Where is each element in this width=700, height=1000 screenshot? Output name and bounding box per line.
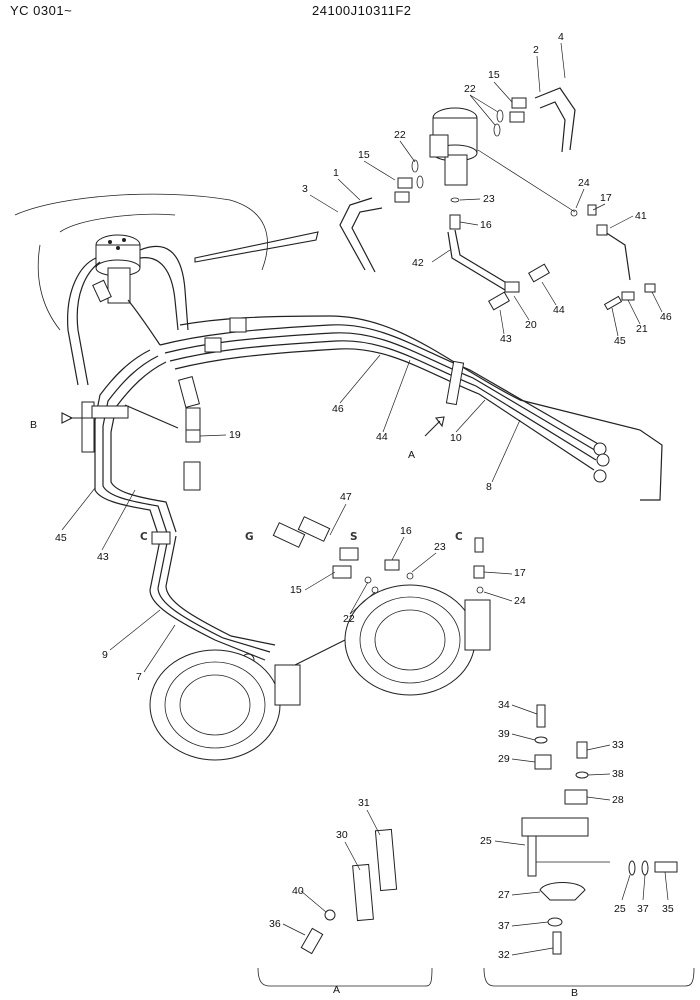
watermark-letter-2: G: [245, 531, 254, 543]
callout-3: 3: [302, 183, 308, 195]
callout-15: 15: [488, 69, 500, 81]
callout-4: 4: [558, 31, 564, 43]
callout-30: 30: [336, 829, 348, 841]
callout-19: 19: [229, 429, 241, 441]
callout-9: 9: [102, 649, 108, 661]
callout-24: 24: [514, 595, 526, 607]
callout-39: 39: [498, 728, 510, 740]
callout-17: 17: [514, 567, 526, 579]
detail-b-label: B: [571, 987, 578, 999]
callout-7: 7: [136, 671, 142, 683]
callouts: 2 4 15 22 22 15 1 3 23 16 24 17 41 42 44…: [55, 31, 674, 961]
callout-25: 25: [614, 903, 626, 915]
detail-b-bracket: [483, 704, 695, 987]
callout-27: 27: [498, 889, 510, 901]
callout-46: 46: [332, 403, 344, 415]
callout-22: 22: [394, 129, 406, 141]
callout-45: 45: [614, 335, 626, 347]
small-fittings: [178, 376, 485, 594]
callout-24: 24: [578, 177, 590, 189]
callout-31: 31: [358, 797, 370, 809]
callout-8: 8: [486, 481, 492, 493]
callout-34: 34: [498, 699, 510, 711]
callout-37: 37: [637, 903, 649, 915]
callout-28: 28: [612, 794, 624, 806]
view-arrow-a-label: A: [408, 449, 415, 461]
callout-22: 22: [464, 83, 476, 95]
callout-43: 43: [97, 551, 109, 563]
pipe-bundle: [61, 315, 663, 541]
travel-motor-left: [149, 649, 301, 761]
detail-a-clamp: [257, 828, 433, 987]
watermark-letter-1: C: [140, 531, 148, 543]
callout-37: 37: [498, 920, 510, 932]
callout-35: 35: [662, 903, 674, 915]
watermark-letter-3: S: [350, 531, 358, 543]
upper-frame-outline: [14, 193, 319, 331]
callout-15: 15: [290, 584, 302, 596]
watermark-letter-4: C: [455, 531, 463, 543]
callout-44: 44: [553, 304, 565, 316]
callout-16: 16: [400, 525, 412, 537]
callout-40: 40: [292, 885, 304, 897]
callout-46: 46: [660, 311, 672, 323]
callout-23: 23: [483, 193, 495, 205]
travel-motor-right: [344, 584, 491, 696]
callout-21: 21: [636, 323, 648, 335]
callout-29: 29: [498, 753, 510, 765]
callout-15: 15: [358, 149, 370, 161]
callout-10: 10: [450, 432, 462, 444]
leader-lines: [61, 42, 669, 956]
callout-25: 25: [480, 835, 492, 847]
detail-a-label: A: [333, 984, 340, 996]
callout-1: 1: [333, 167, 339, 179]
callout-2: 2: [533, 44, 539, 56]
callout-47: 47: [340, 491, 352, 503]
callout-33: 33: [612, 739, 624, 751]
callout-23: 23: [434, 541, 446, 553]
callout-32: 32: [498, 949, 510, 961]
swivel-joint-assembly: [67, 234, 189, 386]
view-arrow-b-label: B: [30, 419, 37, 431]
callout-22: 22: [343, 613, 355, 625]
callout-44: 44: [376, 431, 388, 443]
part-number: 24100J10311F2: [312, 3, 412, 18]
callout-43: 43: [500, 333, 512, 345]
swivel-joint-exploded: [339, 87, 656, 311]
callout-41: 41: [635, 210, 647, 222]
callout-17: 17: [600, 192, 612, 204]
watermark: C G S C: [140, 531, 463, 543]
model-code: YC 0301~: [10, 3, 73, 18]
callout-45: 45: [55, 532, 67, 544]
callout-38: 38: [612, 768, 624, 780]
callout-16: 16: [480, 219, 492, 231]
callout-36: 36: [269, 918, 281, 930]
callout-20: 20: [525, 319, 537, 331]
callout-42: 42: [412, 257, 424, 269]
